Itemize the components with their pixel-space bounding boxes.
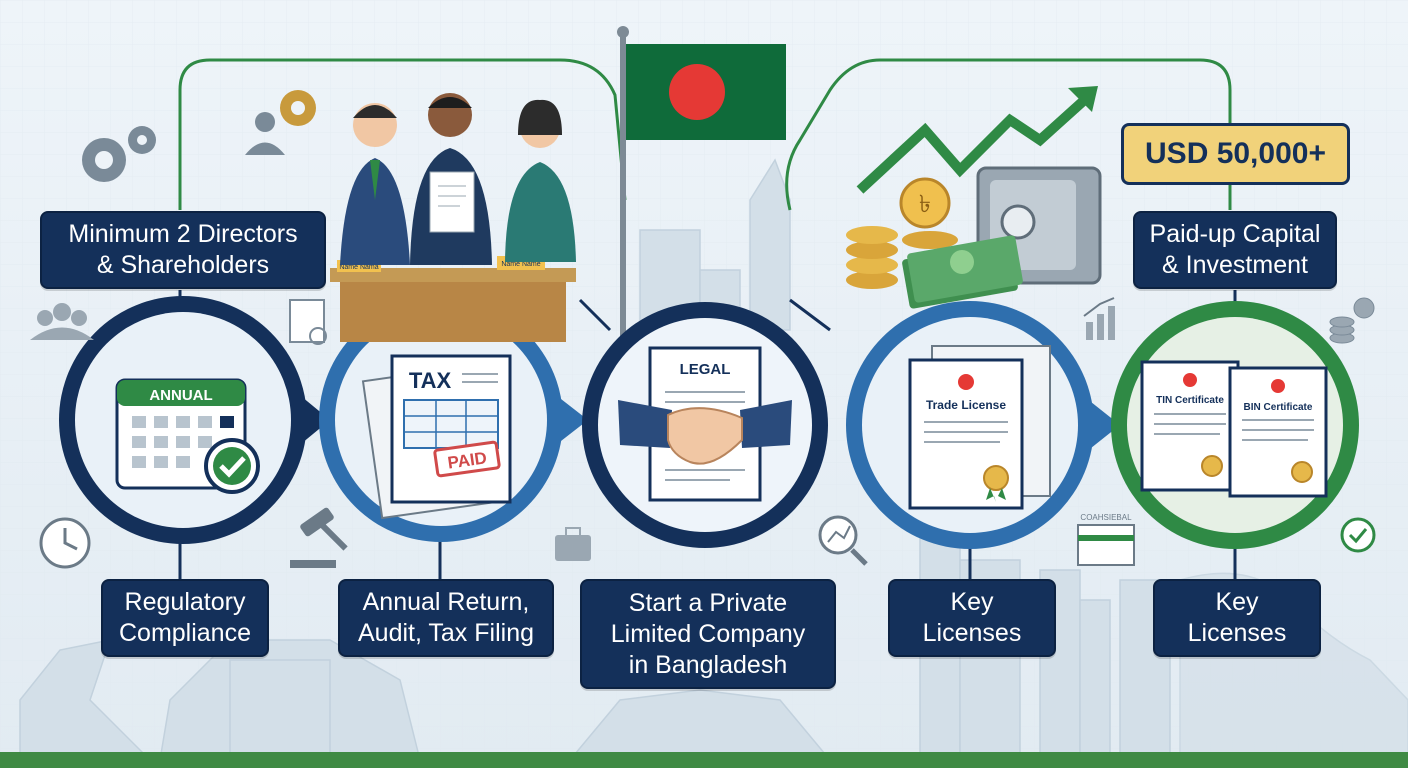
briefcase-icon xyxy=(555,527,591,561)
ground-strip xyxy=(0,752,1408,768)
taka-symbol: ৳ xyxy=(919,191,931,218)
label-key-licenses-1: Key Licenses xyxy=(888,579,1056,657)
gear-icon xyxy=(82,126,156,182)
label-directors: Minimum 2 Directors & Shareholders xyxy=(40,211,326,289)
label-key-licenses-2-line-2: Licenses xyxy=(1187,619,1287,647)
label-compliance: Regulatory Compliance xyxy=(101,579,269,657)
label-start-company: Start a Private Limited Company in Bangl… xyxy=(580,579,836,689)
gear-icon xyxy=(280,90,316,126)
label-annual-return-line-2: Audit, Tax Filing xyxy=(357,619,534,647)
label-compliance-line-1: Regulatory xyxy=(124,588,246,616)
tax-form-illustration: TAX PAID xyxy=(361,354,512,520)
tin-certificate-title: TIN Certificate xyxy=(1156,395,1224,406)
bar-chart-icon xyxy=(1083,297,1115,340)
magnifier-chart-icon xyxy=(818,515,868,566)
tin-certificate-illustration: TIN Certificate xyxy=(1140,360,1240,492)
legal-title: LEGAL xyxy=(680,361,731,378)
annual-calendar-illustration: ANNUAL xyxy=(115,378,260,494)
label-key-licenses-2: Key Licenses xyxy=(1153,579,1321,657)
growth-arrow-icon xyxy=(856,86,1098,194)
label-compliance-line-2: Compliance xyxy=(118,619,251,647)
bangladesh-flag xyxy=(617,26,786,340)
directors-illustration: Name Nama Name Name xyxy=(330,93,576,342)
label-key-licenses-1-line-1: Key xyxy=(950,588,994,616)
coins-icon: ৳ xyxy=(846,177,958,289)
label-start-line-3: in Bangladesh xyxy=(628,650,788,679)
label-start-line-2: Limited Company xyxy=(610,619,806,648)
label-annual-return: Annual Return, Audit, Tax Filing xyxy=(338,579,554,657)
bin-certificate-illustration: BIN Certificate xyxy=(1228,366,1328,498)
label-directors-line-1: Minimum 2 Directors xyxy=(68,220,298,248)
gavel-icon xyxy=(290,507,348,568)
label-key-licenses-1-line-2: Licenses xyxy=(922,619,1022,647)
shop-sign: COAHSIEBAL xyxy=(1080,513,1132,522)
label-capital-line-1: Paid-up Capital xyxy=(1149,220,1321,248)
person-icon xyxy=(245,112,285,155)
cash-icon xyxy=(902,235,1023,309)
ribbon-seal-icon xyxy=(983,465,1009,502)
trade-license-illustration: Trade License xyxy=(908,345,1051,510)
bin-certificate-title: BIN Certificate xyxy=(1244,402,1313,413)
calendar-title: ANNUAL xyxy=(149,387,212,404)
label-key-licenses-2-line-1: Key xyxy=(1215,588,1259,616)
label-annual-return-line-1: Annual Return, xyxy=(362,588,530,616)
handshake-icon xyxy=(618,400,792,465)
label-capital: Paid-up Capital & Investment xyxy=(1133,211,1337,289)
capital-amount-badge: USD 50,000+ xyxy=(1121,123,1350,185)
label-start-line-1: Start a Private xyxy=(628,588,788,617)
coins-icon xyxy=(1329,297,1375,344)
group-icon xyxy=(30,303,94,340)
check-circle-icon xyxy=(1340,517,1376,553)
tax-title: TAX xyxy=(409,368,452,393)
clock-icon xyxy=(39,517,91,569)
name-plate-2: Name Name xyxy=(501,261,540,268)
label-directors-line-2: & Shareholders xyxy=(96,251,270,279)
label-capital-line-2: & Investment xyxy=(1162,251,1308,279)
storefront-icon: COAHSIEBAL xyxy=(1077,513,1135,566)
name-plate-1: Name Nama xyxy=(339,264,378,271)
document-search-icon xyxy=(289,299,327,345)
trade-license-title: Trade License xyxy=(926,398,1006,412)
